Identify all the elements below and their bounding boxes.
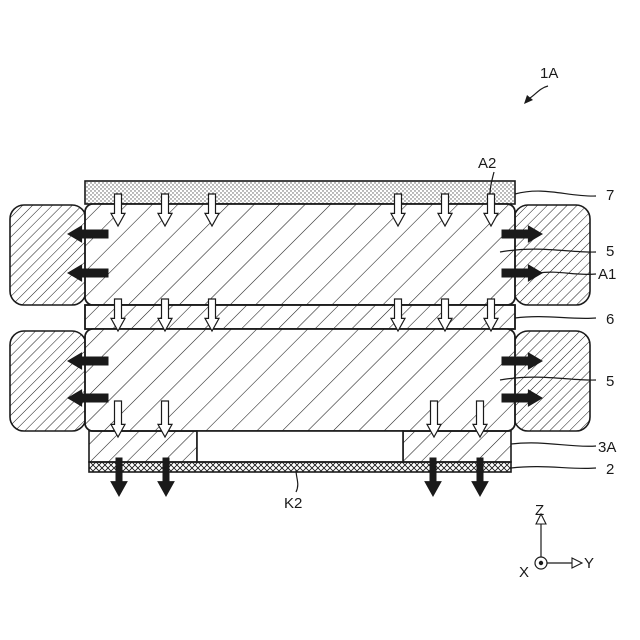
label-separator: 6 [606,311,614,328]
leader-separator [515,317,596,319]
top-plate [85,181,515,204]
label-bottom-plate: 2 [606,461,614,478]
axis-x-label: X [519,564,529,581]
side-block-lower-right [514,331,590,431]
label-gap: K2 [284,495,302,512]
leader-bottom-plate [511,467,596,469]
axis-indicator: Z Y X [519,502,594,581]
label-cell-upper: 5 [606,243,614,260]
axis-y-label: Y [584,555,594,572]
side-block-upper-left [10,205,86,305]
side-block-lower-left [10,331,86,431]
label-base-layer: 3A [598,439,616,456]
axis-z-label: Z [535,502,544,519]
leader-gap [296,470,298,492]
leader-assembly [530,86,548,98]
bottom-plate [89,462,511,472]
leader-base-layer [511,443,596,446]
base-layer-right [403,431,511,462]
label-top-plate: 7 [606,187,614,204]
side-block-upper-right [514,205,590,305]
label-assembly: 1A [540,65,558,82]
base-layer-left [89,431,197,462]
gap-region [197,431,403,462]
label-cell-lower: 5 [606,373,614,390]
label-heat-flow-out: A1 [598,266,616,283]
label-heat-flow-in: A2 [478,155,496,172]
leader-top-plate [515,191,596,196]
